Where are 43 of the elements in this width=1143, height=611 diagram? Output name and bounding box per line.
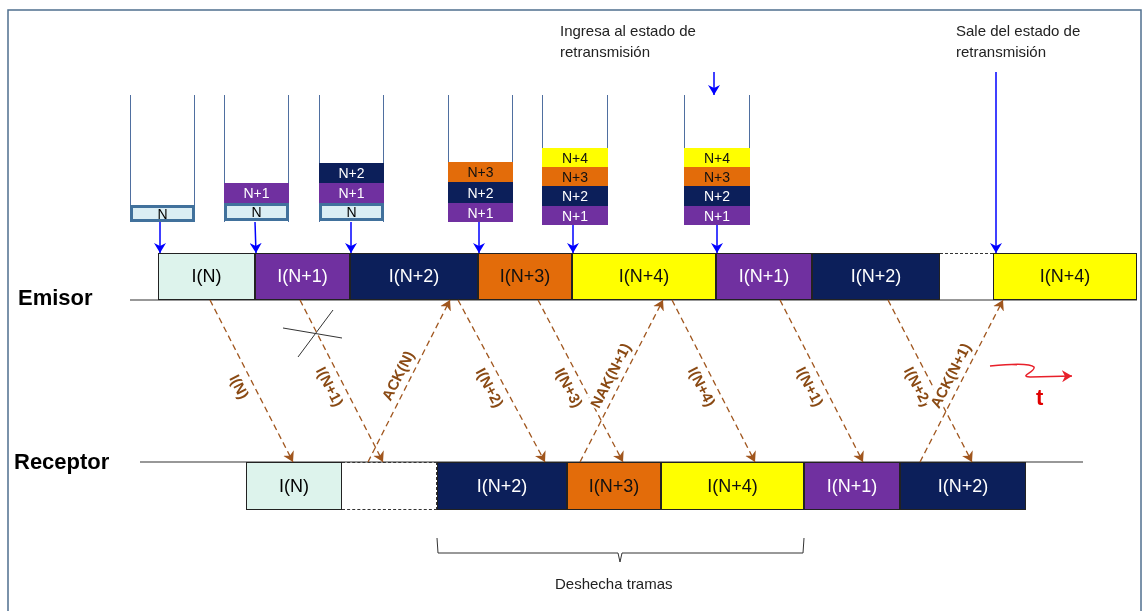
buffer-frame: N+2 (542, 186, 608, 206)
frame-block: I(N+4) (993, 253, 1137, 300)
buffer-container (542, 95, 608, 225)
buffer-frame: N+3 (542, 167, 608, 186)
buffer-container (448, 95, 513, 222)
annotation-text: Sale del estado de retransmisión (956, 20, 1128, 72)
buffer-frame: N+2 (448, 182, 513, 203)
frame-block: I(N+3) (567, 462, 661, 510)
buffer-container (224, 95, 289, 222)
buffer-frame: N+1 (448, 203, 513, 222)
frame-block: I(N) (246, 462, 342, 510)
buffer-frame: N+3 (684, 167, 750, 186)
buffer-frame: N+2 (319, 163, 384, 183)
buffer-frame: N (224, 203, 289, 221)
frame-block: I(N+1) (804, 462, 900, 510)
frame-block: I(N+2) (437, 462, 567, 510)
frame-block: I(N+1) (255, 253, 350, 300)
buffer-frame: N+1 (684, 206, 750, 225)
buffer-frame: N (130, 205, 195, 222)
annotation-text: Ingresa al estado de retransmisión (560, 20, 726, 72)
frame-block: I(N+2) (812, 253, 940, 300)
frame-block: I(N+1) (716, 253, 812, 300)
frame-block: I(N) (158, 253, 255, 300)
buffer-container (319, 95, 384, 222)
buffer-frame: N+1 (224, 183, 289, 203)
buffer-container (684, 95, 750, 225)
row-label: Emisor (18, 285, 93, 311)
buffer-frame: N+3 (448, 162, 513, 182)
frame-block: I(N+3) (478, 253, 572, 300)
buffer-frame: N+1 (319, 183, 384, 203)
buffer-frame: N (319, 203, 384, 221)
time-label: t (1036, 385, 1044, 411)
buffer-frame: N+2 (684, 186, 750, 206)
buffer-frame: N+1 (542, 206, 608, 225)
frame-block: I(N+2) (350, 253, 478, 300)
frame-block: I(N+4) (572, 253, 716, 300)
frame-block: I(N+2) (900, 462, 1026, 510)
buffer-container (130, 95, 195, 222)
frame-block: I(N+4) (661, 462, 804, 510)
buffer-frame: N+4 (542, 148, 608, 167)
row-label: Receptor (14, 449, 110, 475)
bracket-label: Deshecha tramas (555, 575, 673, 592)
buffer-frame: N+4 (684, 148, 750, 167)
